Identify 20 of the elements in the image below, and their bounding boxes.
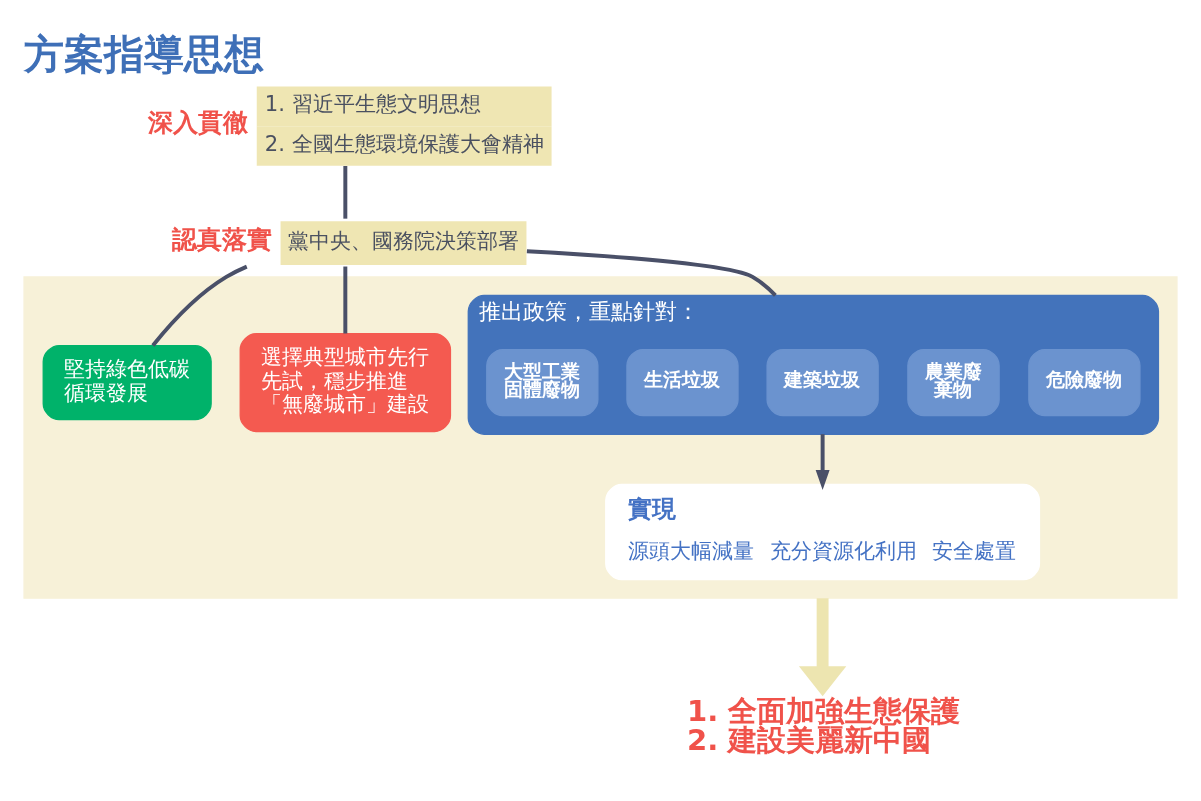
node-box: 農業廢棄物: [907, 348, 1000, 417]
connector: [343, 266, 348, 334]
connector: [151, 264, 248, 347]
node-box: 實現 源頭大幅減量 充分資源化利用 安全處置: [605, 483, 1041, 581]
node-label: 深入貫徹: [148, 108, 249, 138]
node-box: 黨中央、國務院決策部署: [280, 221, 527, 265]
node-box: 大型工業固體廢物: [486, 348, 599, 417]
node-box: 危險廢物: [1028, 348, 1141, 417]
connector: [526, 249, 777, 297]
arrow: [798, 598, 847, 697]
node-box: 選擇典型城市先行先試，穩步推進「無廢城市」建設: [239, 333, 452, 433]
node-label: 認真落實: [172, 225, 273, 255]
cluster: [23, 276, 1178, 599]
node-text: 1. 全面加強生態保護 2. 建設美麗新中國: [687, 693, 961, 757]
node-box: 堅持綠色低碳循環發展: [42, 344, 212, 421]
node-box: 生活垃圾: [626, 348, 739, 417]
node-box: 建築垃圾: [766, 348, 879, 417]
diagram-title: 方案指導思想: [24, 30, 265, 77]
arrow: [815, 434, 830, 490]
connector: [343, 166, 348, 219]
